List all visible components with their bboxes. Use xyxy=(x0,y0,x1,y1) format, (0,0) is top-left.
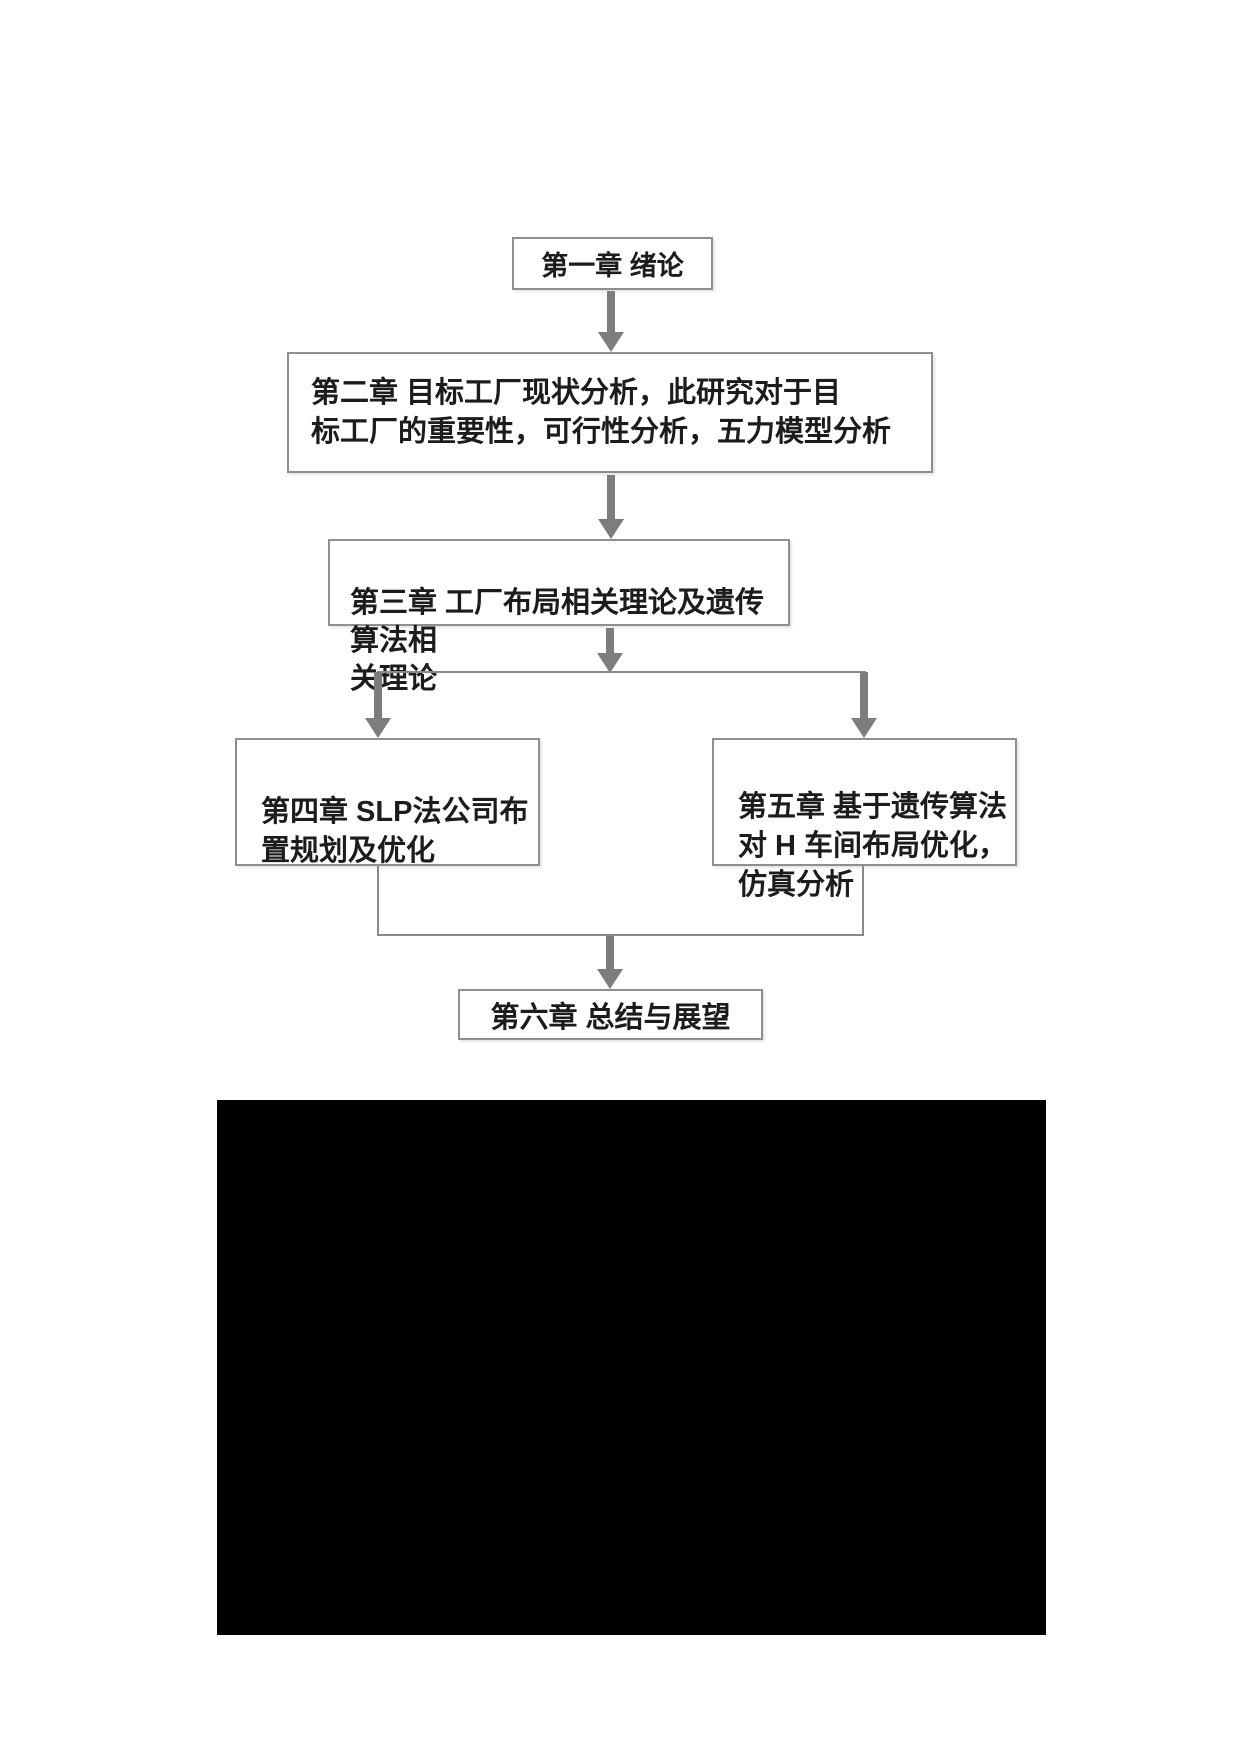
arrow-down-3-shaft xyxy=(606,628,614,655)
merge-connector-right-line xyxy=(862,866,864,936)
flow-box-chapter-1-label: 第一章 绪论 xyxy=(541,251,684,281)
redacted-image-region xyxy=(217,1100,1046,1635)
arrow-down-left-head-icon xyxy=(365,718,391,738)
arrow-down-4-shaft xyxy=(606,936,614,971)
merge-connector-line xyxy=(377,934,864,936)
flow-box-chapter-4: 第四章 SLP法公司布 置规划及优化 xyxy=(235,738,540,867)
flow-box-chapter-1: 第一章 绪论 xyxy=(512,237,713,290)
flow-box-chapter-6: 第六章 总结与展望 xyxy=(458,989,763,1040)
split-connector-line xyxy=(377,671,866,673)
flow-box-chapter-6-label: 第六章 总结与展望 xyxy=(490,1001,731,1034)
arrow-down-2-head-icon xyxy=(598,519,624,539)
arrow-down-right-shaft xyxy=(860,672,868,719)
flow-box-chapter-5: 第五章 基于遗传算法 对 H 车间布局优化， 仿真分析 xyxy=(712,738,1017,901)
flow-box-chapter-2-label: 第二章 目标工厂现状分析，此研究对于目 标工厂的重要性，可行性分析，五力模型分析 xyxy=(311,376,892,448)
arrow-down-2-shaft xyxy=(607,475,615,521)
merge-connector-left-line xyxy=(377,866,379,936)
flow-box-chapter-2: 第二章 目标工厂现状分析，此研究对于目 标工厂的重要性，可行性分析，五力模型分析 xyxy=(287,352,933,473)
arrow-down-1-shaft xyxy=(607,291,615,333)
arrow-down-4-head-icon xyxy=(597,969,623,989)
arrow-down-left-shaft xyxy=(374,672,382,719)
arrow-down-right-head-icon xyxy=(851,718,877,738)
flow-box-chapter-3-label: 第三章 工厂布局相关理论及遗传算法相 关理论 xyxy=(350,587,765,695)
flow-box-chapter-4-label: 第四章 SLP法公司布 置规划及优化 xyxy=(261,796,529,867)
flow-box-chapter-3: 第三章 工厂布局相关理论及遗传算法相 关理论 xyxy=(328,539,790,695)
arrow-down-1-head-icon xyxy=(598,332,624,352)
arrow-down-3-head-icon xyxy=(597,653,623,673)
flow-box-chapter-5-label: 第五章 基于遗传算法 对 H 车间布局优化， 仿真分析 xyxy=(738,791,1008,901)
